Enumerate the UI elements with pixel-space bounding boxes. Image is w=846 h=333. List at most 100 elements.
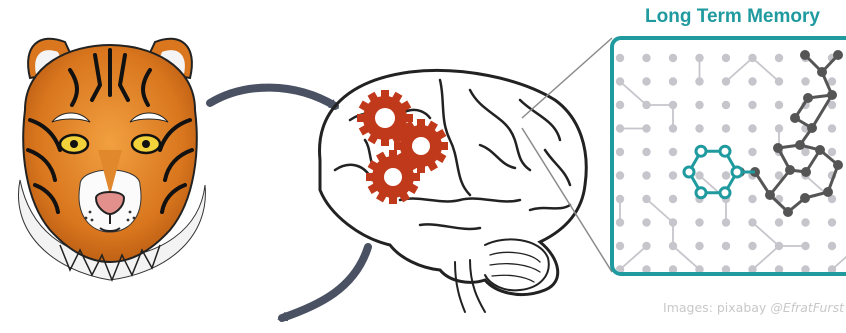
- memory-node: [722, 77, 730, 85]
- memory-node: [695, 218, 703, 226]
- memory-node: [695, 54, 703, 62]
- memory-node: [616, 124, 624, 132]
- memory-node: [775, 218, 783, 226]
- memory-hexagon-node: [684, 167, 694, 177]
- memory-strong-node: [790, 113, 800, 123]
- image-credit: Images: pixabay @EfratFurst: [612, 300, 844, 315]
- memory-node: [722, 124, 730, 132]
- memory-node: [669, 124, 677, 132]
- memory-node: [616, 195, 624, 203]
- memory-node: [828, 124, 836, 132]
- memory-strong-node: [833, 50, 843, 60]
- memory-strong-node: [783, 207, 793, 217]
- memory-node: [748, 218, 756, 226]
- memory-node: [722, 171, 730, 179]
- memory-node: [616, 242, 624, 250]
- gear-hole: [375, 108, 395, 128]
- memory-strong-node: [795, 140, 805, 150]
- memory-node: [616, 171, 624, 179]
- memory-node: [722, 54, 730, 62]
- memory-node: [616, 77, 624, 85]
- tiger-illustration: [18, 39, 205, 280]
- memory-node: [775, 77, 783, 85]
- memory-network-panel: [612, 38, 846, 274]
- memory-hexagon-node: [720, 146, 730, 156]
- memory-node: [695, 101, 703, 109]
- memory-node: [775, 124, 783, 132]
- memory-node: [669, 148, 677, 156]
- memory-node: [642, 195, 650, 203]
- memory-node: [695, 77, 703, 85]
- memory-node: [642, 218, 650, 226]
- gear-hole: [384, 168, 402, 186]
- credit-source: Images: pixabay: [663, 300, 766, 315]
- memory-node: [642, 101, 650, 109]
- memory-node: [616, 101, 624, 109]
- arrow-brain-to-output: [282, 247, 368, 318]
- memory-node: [801, 77, 809, 85]
- memory-strong-node: [785, 165, 795, 175]
- memory-node: [669, 54, 677, 62]
- memory-node: [642, 242, 650, 250]
- memory-node: [642, 77, 650, 85]
- memory-node: [669, 242, 677, 250]
- memory-node: [748, 148, 756, 156]
- memory-node: [828, 77, 836, 85]
- memory-node: [775, 242, 783, 250]
- gears-icon: [357, 90, 448, 204]
- memory-node: [722, 218, 730, 226]
- memory-node: [748, 54, 756, 62]
- memory-strong-node: [765, 190, 775, 200]
- memory-node: [642, 54, 650, 62]
- memory-node: [616, 148, 624, 156]
- memory-strong-node: [827, 90, 837, 100]
- zoom-line-top: [522, 38, 612, 118]
- memory-node: [642, 171, 650, 179]
- memory-node: [775, 54, 783, 62]
- memory-node: [828, 218, 836, 226]
- memory-node: [748, 77, 756, 85]
- memory-strong-node: [817, 67, 827, 77]
- memory-node: [775, 101, 783, 109]
- memory-strong-node: [803, 93, 813, 103]
- memory-node: [828, 242, 836, 250]
- memory-strong-node: [807, 123, 817, 133]
- memory-node: [669, 218, 677, 226]
- memory-hexagon-node: [732, 167, 742, 177]
- memory-node: [801, 242, 809, 250]
- memory-node: [748, 195, 756, 203]
- memory-node: [642, 148, 650, 156]
- memory-strong-node: [833, 160, 843, 170]
- memory-node: [695, 171, 703, 179]
- memory-strong-node: [773, 143, 783, 153]
- memory-panel-title: Long Term Memory: [625, 6, 840, 28]
- memory-node: [828, 148, 836, 156]
- memory-node: [669, 171, 677, 179]
- memory-node: [642, 124, 650, 132]
- zoom-line-bottom: [522, 128, 612, 272]
- memory-node: [695, 124, 703, 132]
- memory-node: [669, 77, 677, 85]
- memory-strong-node: [801, 167, 811, 177]
- memory-strong-node: [823, 187, 833, 197]
- credit-handle: @EfratFurst: [770, 300, 844, 315]
- memory-hexagon-node: [696, 146, 706, 156]
- memory-node: [669, 101, 677, 109]
- memory-strong-node: [815, 145, 825, 155]
- memory-node: [722, 101, 730, 109]
- memory-node: [748, 101, 756, 109]
- memory-node: [748, 124, 756, 132]
- arrow-tiger-to-brain: [210, 88, 335, 106]
- memory-node: [748, 242, 756, 250]
- memory-node: [669, 195, 677, 203]
- memory-node: [722, 242, 730, 250]
- memory-node: [695, 242, 703, 250]
- memory-node: [616, 54, 624, 62]
- memory-strong-node: [800, 193, 810, 203]
- memory-strong-node: [800, 50, 810, 60]
- gear-hole: [412, 137, 430, 155]
- memory-node: [801, 218, 809, 226]
- memory-node: [616, 218, 624, 226]
